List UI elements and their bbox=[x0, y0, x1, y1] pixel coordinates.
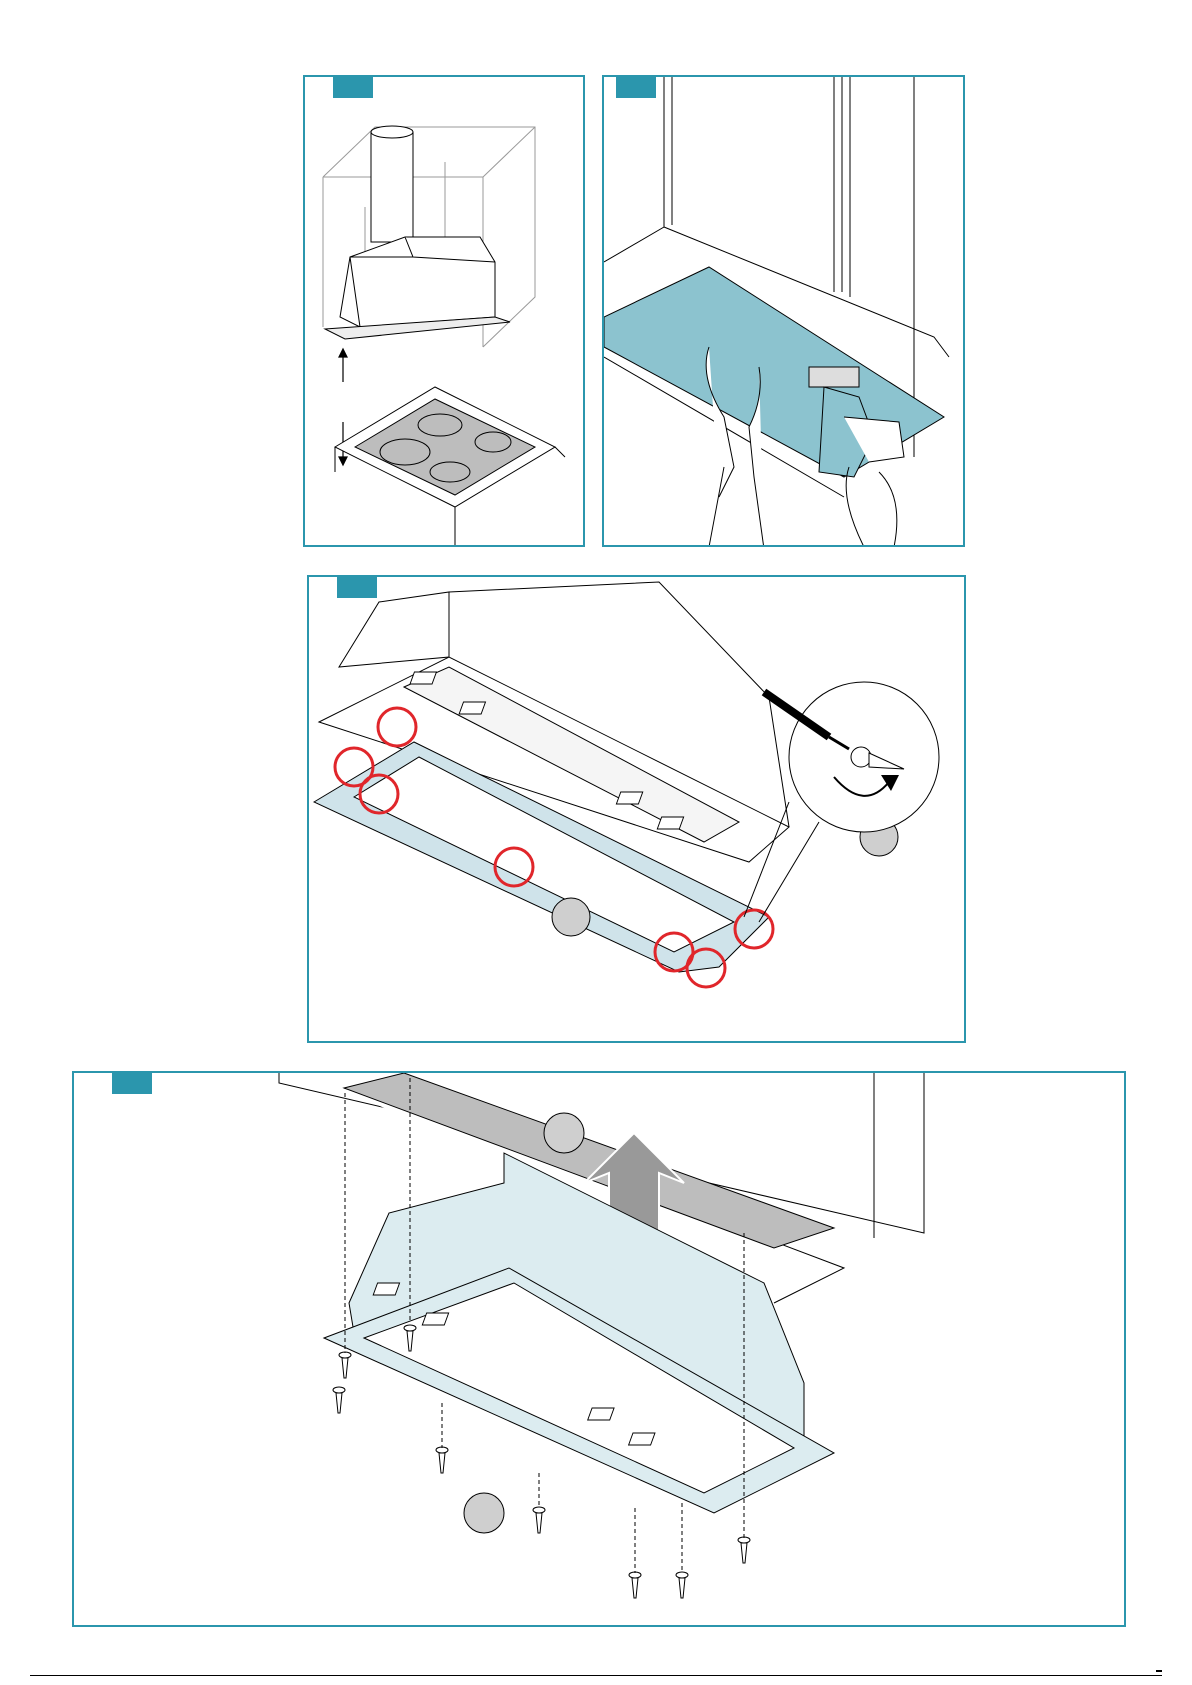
panel-fix-hood bbox=[72, 1071, 1126, 1627]
page-mark bbox=[1156, 1670, 1162, 1672]
callout-circle bbox=[552, 898, 590, 936]
screw-icon bbox=[676, 1572, 688, 1598]
remove-frame-illustration bbox=[309, 577, 966, 1043]
hood-over-hob-illustration bbox=[305, 77, 585, 547]
screw-icon bbox=[339, 1352, 351, 1378]
callout-circle bbox=[544, 1113, 584, 1153]
screw-icon bbox=[629, 1572, 641, 1598]
footer-rule bbox=[30, 1675, 1162, 1676]
drill-template-illustration bbox=[604, 77, 965, 547]
screw-icon bbox=[333, 1387, 345, 1413]
panel-remove-frame bbox=[307, 575, 966, 1043]
callout-circle bbox=[464, 1493, 504, 1533]
screw-icon bbox=[738, 1537, 750, 1563]
screw-icon bbox=[436, 1447, 448, 1473]
panel-drill-template bbox=[602, 75, 965, 547]
fix-hood-illustration bbox=[74, 1073, 1126, 1627]
screw-icon bbox=[533, 1507, 545, 1533]
panel-hood-over-hob bbox=[303, 75, 585, 547]
